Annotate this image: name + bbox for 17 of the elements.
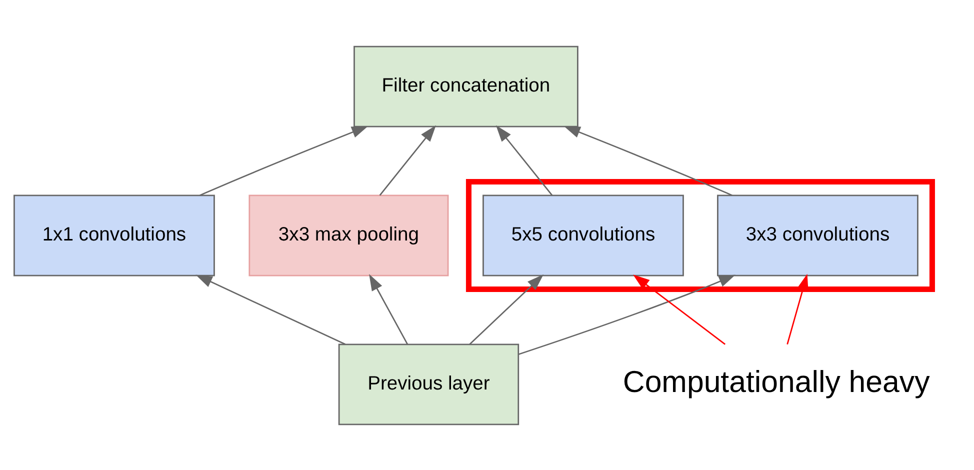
arrow (496, 124, 553, 196)
node-box: 3x3 max pooling (248, 194, 449, 276)
node-box: 3x3 convolutions (717, 194, 918, 276)
arrow (369, 274, 408, 344)
arrow (633, 274, 726, 344)
arrow (200, 125, 368, 196)
node-box: 1x1 convolutions (14, 194, 215, 276)
node-box: 5x5 convolutions (482, 194, 684, 276)
arrow (518, 274, 736, 354)
arrow (786, 273, 808, 344)
node-text: Computationally heavy (622, 366, 930, 399)
arrow (379, 124, 436, 196)
arrow (564, 125, 732, 196)
arrow (469, 274, 544, 344)
node-box: Filter concatenation (354, 45, 578, 127)
node-box: Previous layer (338, 343, 520, 425)
arrow (196, 274, 346, 344)
